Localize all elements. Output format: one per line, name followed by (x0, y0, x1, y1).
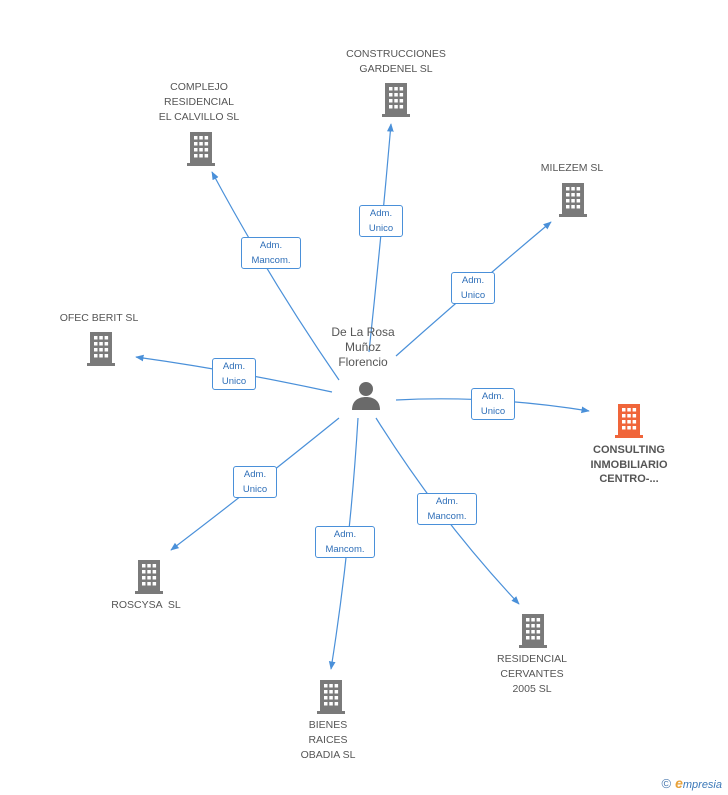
edge-label-residencial[interactable]: Adm. Mancom. (417, 493, 477, 525)
edge-label-line: Mancom. (325, 544, 365, 555)
edge-line-construcciones (368, 123, 394, 353)
company-name-line: RESIDENCIAL (163, 96, 235, 108)
company-name-line: OFEC BERIT SL (59, 312, 139, 324)
edge-label-line: Unico (221, 376, 247, 387)
edge-label-line: Unico (480, 406, 506, 417)
company-name-line: MILEZEM SL (540, 162, 604, 174)
company-label-complejo[interactable]: COMPLEJO RESIDENCIAL EL CALVILLO SL (129, 80, 269, 125)
building-icon-consulting[interactable] (615, 404, 643, 438)
edge-label-line: Unico (242, 484, 268, 495)
edge-label-line: Adm. (481, 391, 505, 402)
building-icon-residencial[interactable] (519, 614, 547, 648)
company-label-ofec[interactable]: OFEC BERIT SL (29, 311, 169, 326)
edge-label-line: Unico (460, 290, 486, 301)
company-name-line: CONSULTING (593, 444, 665, 456)
person-label[interactable]: De La Rosa Muñoz Florencio (318, 325, 408, 370)
company-label-milezem[interactable]: MILEZEM SL (502, 161, 642, 176)
company-name-line: RAICES (308, 734, 348, 746)
edge-label-bienes[interactable]: Adm. Mancom. (315, 526, 375, 558)
company-name-line: CONSTRUCCIONES (346, 48, 446, 60)
edge-label-line: Adm. (369, 208, 393, 219)
edge-label-line: Adm. (243, 469, 267, 480)
building-icon-roscysa[interactable] (135, 560, 163, 594)
building-icon-construcciones[interactable] (382, 83, 410, 117)
company-name-line: OBADIA SL (300, 749, 356, 761)
edge-label-roscysa[interactable]: Adm. Unico (233, 466, 277, 498)
edge-label-line: Mancom. (251, 255, 291, 266)
brand-footer[interactable]: ©empresia (661, 775, 722, 791)
person-name-line-2: Muñoz (344, 340, 382, 354)
edge-line-complejo (211, 171, 340, 381)
building-icon-ofec[interactable] (87, 332, 115, 366)
edge-label-line: Adm. (222, 361, 246, 372)
building-icon-bienes[interactable] (317, 680, 345, 714)
company-label-consulting[interactable]: CONSULTING INMOBILIARIO CENTRO-... (574, 443, 684, 487)
company-name-line: 2005 SL (512, 683, 552, 695)
company-name-line: RESIDENCIAL (496, 653, 568, 665)
company-name-line: COMPLEJO (170, 81, 228, 93)
company-name-line: BIENES (308, 719, 348, 731)
edge-label-milezem[interactable]: Adm. Unico (451, 272, 495, 304)
company-name-line: GARDENEL SL (359, 63, 433, 75)
copyright-icon: © (661, 776, 672, 791)
company-name-line: INMOBILIARIO (590, 458, 668, 471)
company-name-line: ROSCYSA SL (111, 599, 181, 611)
edge-label-line: Adm. (259, 240, 283, 251)
edge-label-consulting[interactable]: Adm. Unico (471, 388, 515, 420)
company-label-construcciones[interactable]: CONSTRUCCIONES GARDENEL SL (326, 47, 466, 77)
company-label-bienes[interactable]: BIENES RAICES OBADIA SL (258, 718, 398, 763)
building-icon-milezem[interactable] (559, 183, 587, 217)
person-name-line-1: De La Rosa (331, 325, 395, 339)
edge-label-complejo[interactable]: Adm. Mancom. (241, 237, 301, 269)
company-label-residencial[interactable]: RESIDENCIAL CERVANTES 2005 SL (462, 652, 602, 697)
edge-label-line: Adm. (461, 275, 485, 286)
company-label-roscysa[interactable]: ROSCYSA SL (76, 598, 216, 613)
edge-label-construcciones[interactable]: Adm. Unico (359, 205, 403, 237)
company-name-line: EL CALVILLO SL (158, 111, 240, 123)
brand-name: mpresia (682, 779, 722, 791)
company-name-line: CERVANTES (500, 668, 564, 680)
edge-label-line: Adm. (435, 496, 459, 507)
edge-label-ofec[interactable]: Adm. Unico (212, 358, 256, 390)
person-name-line-3: Florencio (338, 355, 388, 369)
person-icon[interactable] (351, 380, 381, 410)
edge-label-line: Adm. (333, 529, 357, 540)
brand-logo-e: e (675, 775, 683, 791)
edge-label-line: Mancom. (427, 511, 467, 522)
company-name-line: CENTRO-... (599, 473, 659, 485)
building-icon-complejo[interactable] (187, 132, 215, 166)
edge-label-line: Unico (368, 223, 394, 234)
